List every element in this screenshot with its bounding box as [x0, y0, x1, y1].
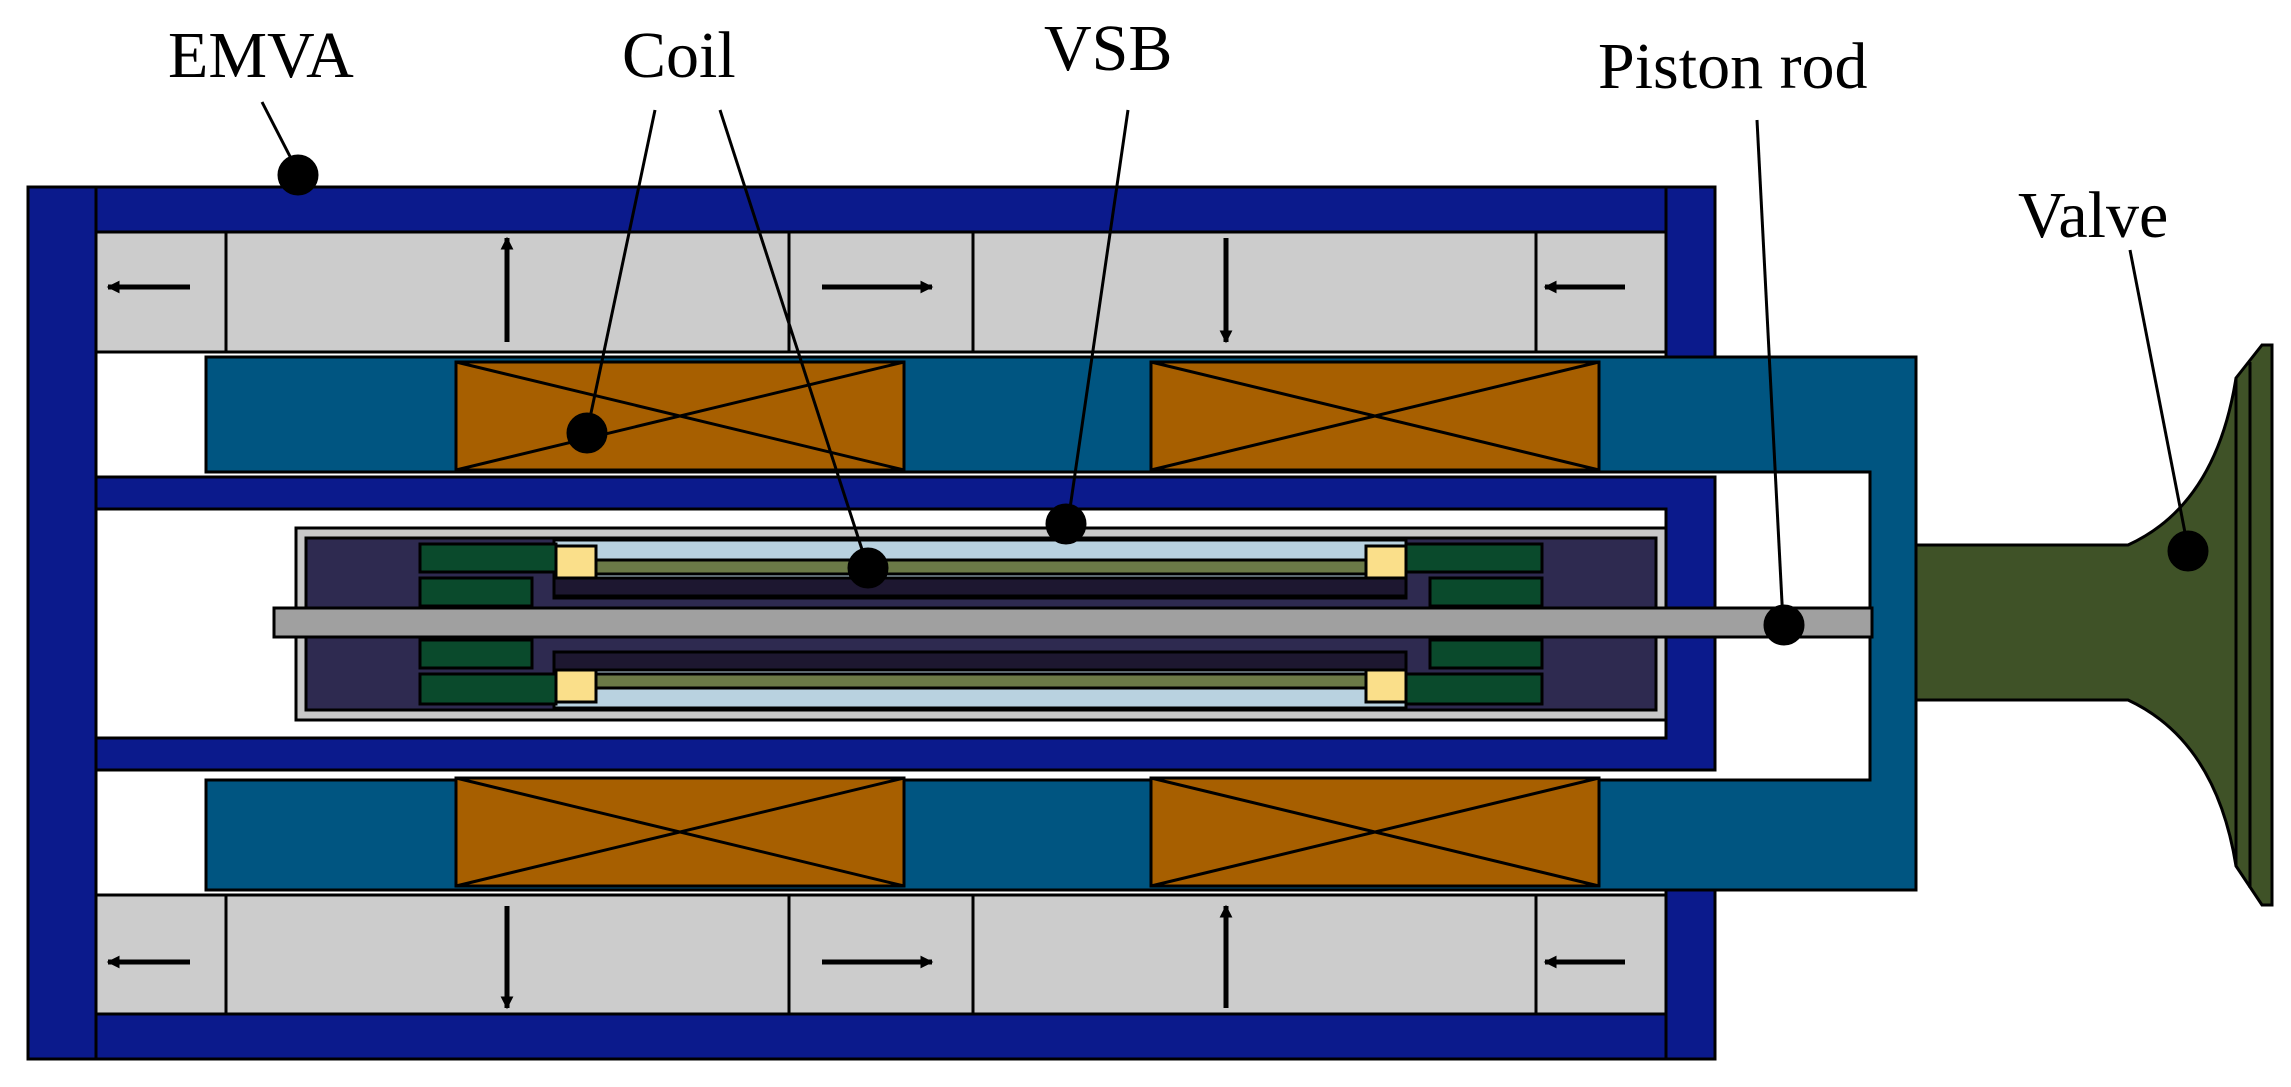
vsb-ring — [1428, 576, 1544, 608]
coil-marker-1 — [566, 412, 608, 454]
piston-rod-leader — [1755, 119, 1785, 623]
vsb-leader — [1066, 109, 1130, 523]
coil-label: Coil — [622, 19, 736, 92]
vsb-ring — [418, 576, 534, 608]
vsb-upper-plate — [552, 576, 1408, 598]
vsb-marker — [1045, 503, 1087, 545]
emva-label: EMVA — [168, 19, 354, 92]
magnet-segment — [971, 230, 1538, 354]
valve — [1914, 343, 2274, 907]
vsb-ring — [1404, 672, 1544, 706]
permanent-magnets-bottom — [94, 893, 1668, 1016]
valve-leader — [2128, 249, 2190, 549]
vsb-ring — [418, 542, 558, 574]
vsb-ring — [1404, 542, 1544, 574]
magnet-segment — [1534, 893, 1668, 1016]
labels: EMVA Coil VSB Piston rod Valve — [168, 12, 2168, 252]
housing-bottom-wall — [26, 1012, 1717, 1061]
housing-right-wall-top — [1664, 185, 1717, 359]
emva-housing — [26, 185, 1717, 1061]
vsb-ring — [418, 638, 534, 670]
vsb-lower-plate — [552, 650, 1408, 672]
piston-rod-marker — [1763, 604, 1805, 646]
vsb-ring — [418, 672, 558, 706]
vsb-label: VSB — [1044, 12, 1172, 85]
housing-right-wall-bottom — [1664, 888, 1717, 1061]
coil-marker-2 — [847, 547, 889, 589]
vsb-ring — [1428, 638, 1544, 670]
valve-face — [2234, 343, 2274, 907]
coil-upper-right — [1149, 360, 1601, 472]
housing-top-wall — [26, 185, 1717, 234]
coil-upper-left — [454, 360, 906, 472]
piston-rod — [272, 606, 1874, 639]
moving-armature — [204, 355, 1918, 892]
vsb-lower-spring — [594, 672, 1368, 690]
callout-leaders — [260, 101, 2209, 646]
coil-leader-2 — [718, 109, 870, 569]
valve-label: Valve — [2018, 179, 2168, 252]
coil-lower-right — [1149, 776, 1601, 888]
magnet-segment — [94, 230, 228, 354]
coil-lower-left — [454, 776, 906, 888]
vsb-upper-spring — [594, 558, 1368, 576]
housing-left-wall — [26, 185, 98, 1061]
magnet-segment — [94, 893, 228, 1016]
piston-rod-label: Piston rod — [1598, 30, 1868, 103]
coils — [454, 360, 1601, 888]
inner-stator-sleeve — [94, 475, 1717, 772]
coil-leader-1 — [585, 109, 657, 433]
emva-marker — [277, 154, 319, 196]
magnet-segment — [787, 893, 975, 1016]
permanent-magnets-top — [94, 230, 1668, 354]
valve-stem-and-head — [1914, 377, 2238, 867]
magnetization-arrows — [106, 236, 1625, 1010]
magnet-segment — [1534, 230, 1668, 354]
magnet-segment — [971, 893, 1538, 1016]
magnet-segment — [787, 230, 975, 354]
valve-marker — [2167, 530, 2209, 572]
